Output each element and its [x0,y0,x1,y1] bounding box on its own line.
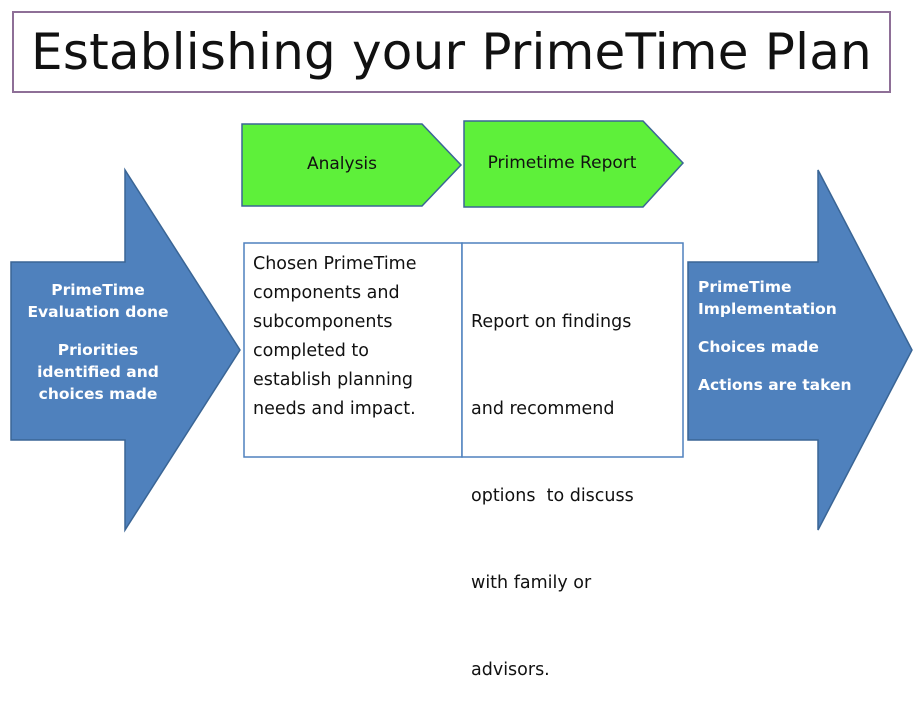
title-box: Establishing your PrimeTime Plan [12,11,891,93]
box-line: advisors. [471,660,550,680]
right-arrow-block-1: PrimeTime Implementation [698,276,868,320]
middle-box-left-text: Chosen PrimeTime components and subcompo… [253,250,458,424]
right-arrow-line: Actions are taken [698,376,852,394]
right-arrow-line: Implementation [698,300,837,318]
left-arrow-block-2: Priorities identified and choices made [18,339,178,405]
chevron-report-shape [463,120,685,208]
chevron-analysis-label: Analysis [306,154,378,174]
right-arrow-shape [687,169,913,531]
box-line: components and [253,283,400,303]
box-line: with family or [471,573,592,593]
right-arrow-text: PrimeTime Implementation Choices made Ac… [698,276,868,396]
box-line: options to discuss [471,486,634,506]
right-arrow-block-3: Actions are taken [698,374,868,396]
box-line: Chosen PrimeTime [253,254,417,274]
box-line: and recommend [471,399,615,419]
left-arrow-line: PrimeTime [51,281,145,299]
right-arrow-block-2: Choices made [698,336,868,358]
chevron-report-label: Primetime Report [487,153,637,173]
page-title: Establishing your PrimeTime Plan [31,23,872,81]
middle-box-left-shape [243,242,463,458]
diagram-shapes [10,120,913,533]
chevron-analysis-shape [241,123,463,207]
left-arrow-line: identified and [37,363,159,381]
left-arrow-text: PrimeTime Evaluation done Priorities ide… [18,279,178,405]
right-arrow-line: PrimeTime [698,278,792,296]
box-line: completed to [253,341,369,361]
left-arrow-line: Priorities [57,341,139,359]
right-arrow-line: Choices made [698,338,819,356]
box-line: establish planning [253,370,414,390]
box-line: subcomponents [253,312,393,332]
left-arrow-line: choices made [38,385,158,403]
box-line: needs and impact. [253,399,416,419]
middle-box-right-shape [461,242,684,458]
middle-box-right-text: Report on findings and recommend options… [471,250,679,714]
box-line: Report on findings [471,312,632,332]
left-arrow-line: Evaluation done [27,303,169,321]
left-arrow-block-1: PrimeTime Evaluation done [18,279,178,323]
left-arrow-shape [10,167,241,533]
